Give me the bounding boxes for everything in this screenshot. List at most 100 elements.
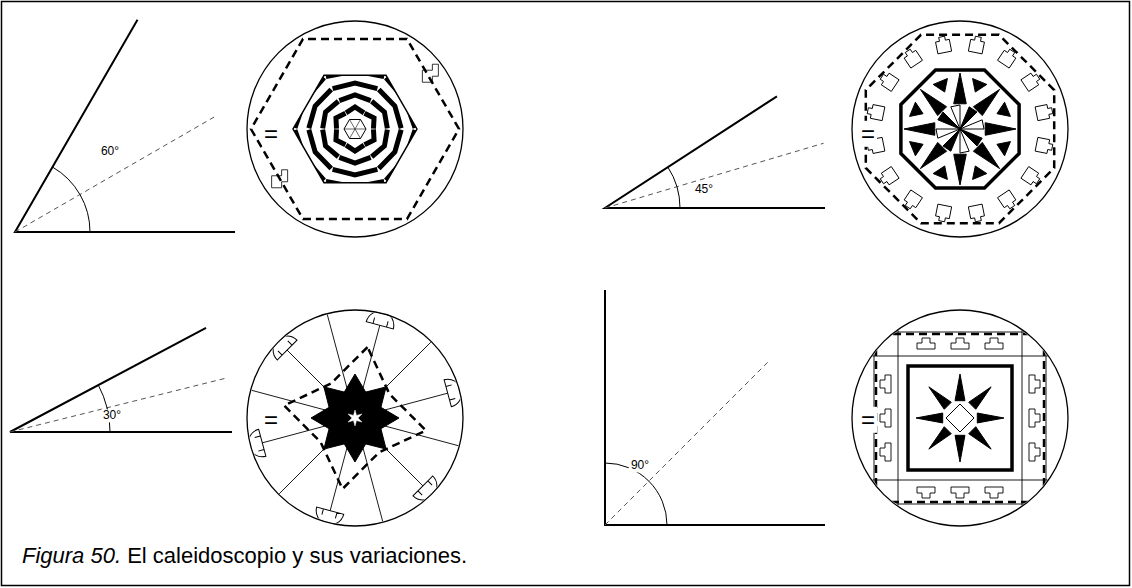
star-point: [954, 154, 967, 185]
notch-shape: [968, 204, 985, 222]
star-point: [985, 123, 1016, 136]
semicircle-motif: [267, 330, 297, 360]
figure-caption: Figura 50. El caleidoscopio y sus variac…: [22, 543, 467, 569]
inner-octagon: [901, 70, 1019, 188]
bisector-line: [605, 143, 824, 208]
bisector-line: [605, 361, 769, 525]
notch-shape: [1029, 443, 1040, 461]
chevron-stripe: [365, 129, 375, 145]
chevron-stripe: [339, 157, 370, 163]
grid-line: [850, 504, 1070, 505]
star-point: [977, 413, 1004, 423]
chevron-stripe: [339, 95, 370, 101]
notch-shape: [880, 409, 891, 427]
angle-ray: [10, 328, 232, 432]
notch-shape: [272, 170, 288, 188]
kaleidoscope-circle: [247, 21, 463, 237]
star-point: [969, 427, 991, 449]
star-point: [933, 79, 947, 93]
grid-line: [850, 480, 1070, 481]
chevron-stripe: [323, 101, 339, 128]
pinwheel-blade: [938, 112, 960, 129]
angle-figure: [605, 290, 825, 525]
notch-shape: [985, 338, 1003, 349]
star-point: [929, 387, 951, 409]
notch-shape: [951, 487, 969, 498]
semicircle-motif: [313, 507, 344, 528]
kaleidoscope-circle: [852, 21, 1068, 237]
chevron-stripe: [372, 101, 388, 128]
notch-shape: [880, 375, 891, 393]
chevron-stripe: [319, 59, 391, 64]
chevron-stripe: [336, 129, 346, 145]
semicircle-motif: [245, 429, 266, 460]
grid-line: [850, 332, 1070, 333]
star-point: [973, 79, 987, 93]
notch-shape: [880, 443, 891, 461]
star-point: [910, 102, 924, 116]
hexagon-pattern: [251, 39, 459, 219]
black-star: [311, 374, 399, 462]
dashed-octagon: [866, 35, 1054, 223]
chevron-stripe: [346, 145, 364, 151]
star-point: [904, 123, 935, 136]
kaleidoscope-circle: [852, 310, 1068, 526]
notch-shape: [878, 167, 899, 188]
notch-shape: [866, 104, 884, 121]
square-pattern: [850, 308, 1070, 528]
angle-label: 90°: [629, 459, 651, 472]
notch-shape: [968, 35, 985, 53]
center-square: [946, 404, 974, 432]
pinwheel-blade: [960, 129, 982, 146]
chevron-stripe: [333, 83, 378, 89]
star-point: [955, 435, 965, 462]
pinwheel-blade: [960, 107, 977, 129]
star-point: [916, 413, 943, 423]
star-point: [997, 142, 1011, 156]
notch-shape: [998, 190, 1019, 211]
equals-sign: =: [262, 121, 280, 147]
center-spoke: [350, 129, 356, 139]
notch-shape: [917, 487, 935, 498]
chevron-stripe: [386, 130, 415, 180]
center-spoke: [344, 129, 355, 130]
star-point: [997, 102, 1011, 116]
grid-line: [898, 308, 899, 528]
grid-line: [850, 356, 1070, 357]
equals-sign: =: [859, 407, 877, 433]
notch-shape: [422, 64, 438, 82]
notch-shape: [1021, 71, 1042, 92]
angle-figure: [605, 96, 825, 208]
star-point: [969, 387, 991, 409]
notch-shape: [951, 338, 969, 349]
chevron-stripe: [333, 169, 378, 175]
center-spoke: [355, 129, 361, 139]
angle-label: 45°: [693, 183, 715, 196]
dashed-hexagon: [251, 39, 459, 219]
semicircle-motif: [366, 308, 397, 329]
dashed-star: [284, 347, 426, 489]
center-spoke: [350, 119, 356, 129]
center-spoke: [355, 129, 366, 130]
center-hexagon: [344, 120, 366, 139]
center-star: [348, 410, 362, 426]
grid-line: [1046, 308, 1047, 528]
angle-ray: [15, 20, 235, 232]
angle-label: 30°: [101, 409, 123, 422]
semicircle-motif: [413, 476, 443, 506]
inner-hexagon: [293, 75, 417, 182]
notch-shape: [1035, 137, 1053, 154]
chevron-stripe: [295, 130, 324, 180]
equals-sign: =: [262, 407, 280, 433]
semicircle-motif: [444, 376, 465, 407]
notch-shape: [1035, 104, 1053, 121]
notch-shape: [985, 487, 1003, 498]
inner-square: [908, 366, 1012, 470]
notch-shape: [935, 204, 952, 222]
chevron-stripe: [319, 194, 391, 199]
star-point: [973, 166, 987, 180]
star-pattern: [245, 308, 465, 528]
star-point: [954, 73, 967, 104]
